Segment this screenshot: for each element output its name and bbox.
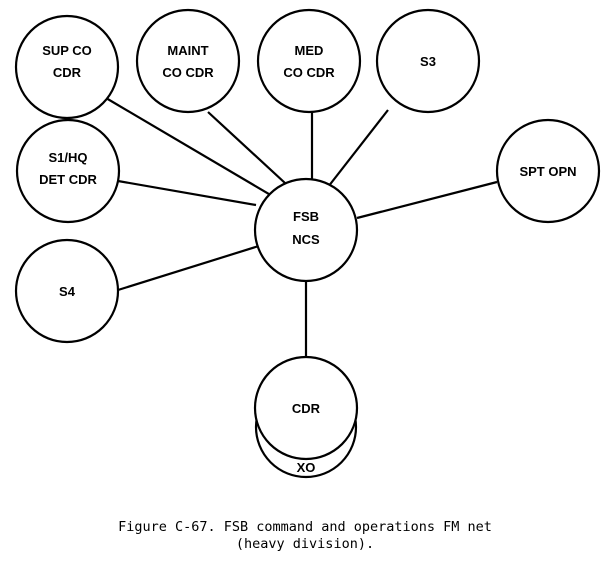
node-s1-hq-det-cdr <box>15 118 121 224</box>
maint-co-cdr-label-2: CO CDR <box>162 65 214 80</box>
sup-co-cdr-label-2: CDR <box>53 65 82 80</box>
sup-co-cdr-label-1: SUP CO <box>42 43 92 58</box>
med-co-cdr-label-2: CO CDR <box>283 65 335 80</box>
s1-hq-det-cdr-label-1: S1/HQ <box>48 150 87 165</box>
node-fsb-ncs <box>253 177 359 283</box>
link-sup-co-cdr <box>105 97 297 211</box>
maint-co-cdr-label-1: MAINT <box>167 43 208 58</box>
figure-caption-line-1: Figure C-67. FSB command and operations … <box>118 519 492 535</box>
link-s1-hq-det-cdr <box>117 179 257 207</box>
xo-label: XO <box>297 460 316 475</box>
node-s3 <box>375 8 481 114</box>
link-maint-co-cdr <box>207 111 299 196</box>
med-co-cdr-label-1: MED <box>295 43 324 58</box>
fsb-ncs-label-2: NCS <box>292 232 320 247</box>
node-s4 <box>14 238 120 344</box>
node-maint-co-cdr <box>135 8 241 114</box>
link-spt-opn <box>356 180 498 220</box>
spt-opn-label: SPT OPN <box>519 164 576 179</box>
figure-caption-line-2: (heavy division). <box>235 536 375 552</box>
link-s4 <box>117 243 263 292</box>
node-sup-co-cdr <box>14 14 120 120</box>
link-s3 <box>327 109 389 188</box>
s1-hq-det-cdr-label-2: DET CDR <box>39 172 97 187</box>
s3-label: S3 <box>420 54 436 69</box>
s4-label: S4 <box>59 284 76 299</box>
node-med-co-cdr <box>256 8 362 114</box>
node-spt-opn <box>495 118 601 224</box>
fm-net-diagram: SUP CO CDR MAINT CO CDR MED CO CDR S3 S1… <box>14 8 601 479</box>
cdr-label: CDR <box>292 401 321 416</box>
node-cdr <box>253 355 359 461</box>
fsb-ncs-label-1: FSB <box>293 209 319 224</box>
